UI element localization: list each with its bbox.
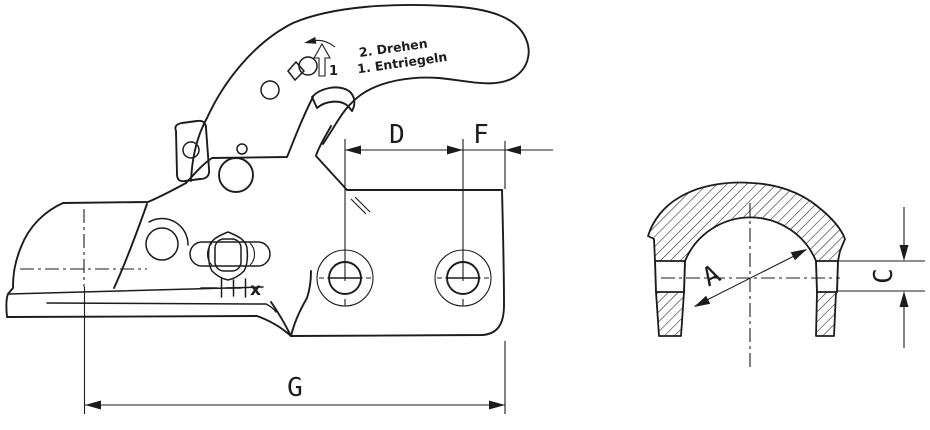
pivot-boss: [218, 157, 254, 193]
section-view-socket: A C: [647, 181, 925, 367]
lever-hinge-bracket: [174, 119, 211, 183]
tolerance-x-label: x: [250, 280, 261, 300]
body-top-edge: [62, 96, 314, 204]
socket-cap-section: [647, 181, 846, 262]
socket-left-leg-section: [655, 291, 685, 337]
dimension-d-f: D F: [344, 120, 553, 281]
neck-right-edge: [315, 125, 348, 191]
dimension-line-a: [694, 249, 807, 307]
centerlines-side-view: [20, 209, 147, 287]
dim-label-f: F: [473, 120, 489, 150]
dim-label-d: D: [389, 120, 405, 150]
flange-top-line: [8, 286, 264, 295]
mouth-rear-curve: [113, 203, 148, 289]
bottom-edge: [6, 315, 292, 337]
position-tolerance-symbol: x: [200, 278, 261, 300]
head-bore: [145, 227, 179, 261]
double-tick-mark: [350, 196, 371, 215]
socket-right-leg-section: [815, 291, 837, 337]
unlock-arrow-icon: [313, 42, 331, 77]
dim-label-g: G: [287, 373, 303, 403]
band-walls: [654, 260, 839, 293]
hinge-pin-hole: [182, 141, 200, 159]
lever-hole: [260, 80, 280, 100]
flange-inner-line: [46, 302, 277, 313]
coupling-body: x: [5, 96, 371, 337]
dimension-c: C: [837, 207, 925, 348]
rotate-arrow-icon: [304, 36, 336, 48]
dimension-g: G: [83, 287, 506, 414]
plate-right-and-bottom: [290, 189, 505, 337]
key-icon: [287, 56, 318, 82]
dim-label-c: C: [869, 268, 899, 284]
front-profile: [5, 202, 64, 318]
socket-boss-arc: [148, 217, 189, 246]
instruction-text: 2. Drehen 1. Entriegeln: [356, 36, 448, 77]
lever-outline: [190, 4, 530, 182]
release-lever: 1 2. Drehen 1. Entriegeln: [174, 4, 530, 183]
side-view-coupling: 1 2. Drehen 1. Entriegeln: [5, 4, 553, 414]
plate-notch: [270, 270, 312, 337]
latch-tab: [311, 86, 356, 112]
dim-label-a: A: [698, 259, 726, 293]
mounting-plate: [270, 189, 505, 337]
step-marker-1: 1: [329, 64, 338, 79]
small-pin: [236, 143, 248, 155]
clamp-bolt-detail: [189, 231, 271, 281]
